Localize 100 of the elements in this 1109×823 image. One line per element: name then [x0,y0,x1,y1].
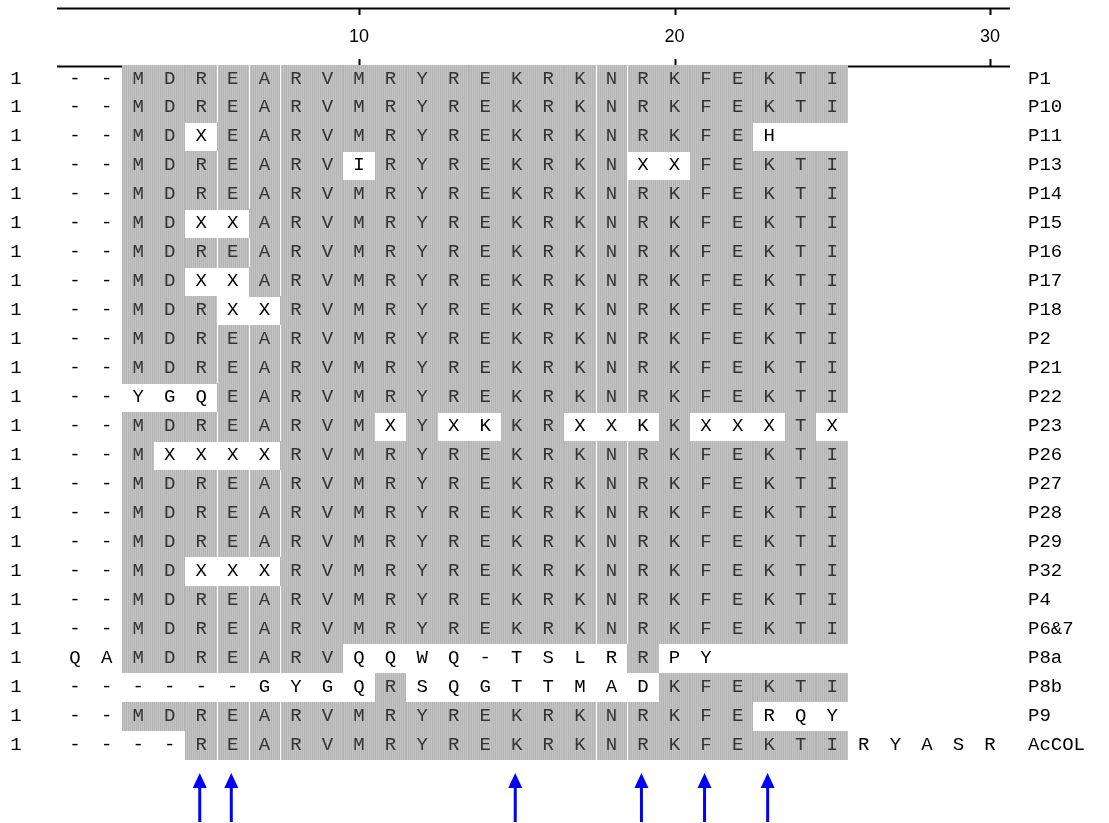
residue-cell: A [248,151,281,181]
residue-letter: - [99,182,114,208]
sequence-start: 1 [9,95,23,121]
residue-cell: F [690,296,722,326]
residue-cell: R [532,209,565,239]
residue-cell: R [532,180,565,210]
residue-cell: D [153,701,186,732]
residue-cell: Y [406,585,438,616]
residue-letter: K [478,414,492,439]
residue-cell: I [816,383,848,413]
residue-cell: R [280,151,312,181]
residue-cell: E [217,730,249,761]
residue-cell: K [658,267,691,297]
residue-letter: G [163,385,177,411]
residue-cell: T [784,209,817,239]
residue-cell: V [311,701,344,732]
residue-cell: N [595,354,628,384]
residue-cell: Y [406,325,438,355]
residue-cell: K [500,93,533,123]
residue-letter: X [194,442,208,468]
sequence-name: P23 [1028,414,1063,439]
residue-cell: K [753,585,785,616]
residue-cell: K [564,383,596,413]
sequence-start: 1 [9,298,23,324]
residue-cell: N [595,238,628,268]
sequence-name: P2 [1028,327,1051,353]
residue-cell: R [532,325,565,355]
residue-cell: M [122,267,154,297]
residue-cell: K [564,180,596,210]
residue-cell: R [627,267,659,297]
residue-cell: Y [406,354,438,384]
residue-cell: R [280,556,312,587]
residue-cell: R [374,122,407,152]
residue-cell: F [690,180,722,210]
residue-cell: Y [406,122,438,152]
residue-cell: R [374,354,407,384]
residue-letter: Y [289,674,303,700]
residue-cell: M [343,180,375,210]
residue-cell: I [816,238,848,268]
sequence-name: P8a [1028,645,1063,671]
residue-cell: F [690,527,722,558]
residue-cell: K [500,238,533,268]
residue-cell: V [311,122,344,152]
residue-cell: R [627,209,659,239]
residue-cell: T [784,151,817,181]
residue-cell: F [690,325,722,355]
sequence-start: 1 [9,182,23,208]
sequence-name: P16 [1028,240,1063,266]
residue-cell: R [627,527,659,558]
residue-cell: R [374,209,407,239]
residue-cell: E [469,354,501,384]
residue-cell: R [374,151,407,181]
residue-cell: A [248,412,281,442]
residue-letter: - [68,616,82,642]
residue-cell: M [122,469,154,500]
residue-cell: M [343,440,375,471]
residue-cell: T [784,383,817,413]
residue-cell: R [627,296,659,326]
residue-cell: M [343,498,375,529]
residue-letter: X [636,153,650,179]
residue-letter: X [667,153,682,179]
residue-cell: K [753,672,785,703]
residue-cell: R [532,412,565,442]
residue-cell: M [122,238,154,268]
residue-cell: M [122,498,154,529]
residue-cell: K [658,122,691,152]
residue-cell: K [753,296,785,326]
residue-cell: D [153,93,186,123]
sequence-name: P14 [1028,182,1063,208]
residue-cell: R [374,64,407,94]
residue-letter: I [352,153,366,179]
residue-letter: - [68,211,82,237]
sequence-name: P4 [1028,587,1051,613]
residue-cell: Y [406,151,438,181]
residue-cell: I [816,585,848,616]
residue-cell: K [658,64,691,94]
residue-cell: D [153,296,186,326]
residue-letter: X [730,414,745,439]
residue-cell: R [437,440,470,471]
residue-letter: - [99,356,114,382]
residue-letter: - [68,153,82,179]
residue-cell: R [374,440,407,471]
residue-cell: R [532,701,565,732]
residue-cell: R [185,614,217,645]
residue-cell: M [343,209,375,239]
sequence-start: 1 [9,587,23,613]
residue-cell: R [437,180,470,210]
residue-cell: A [248,64,281,94]
residue-cell: R [185,585,217,616]
residue-cell: I [816,180,848,210]
residue-cell: N [595,209,628,239]
residue-cell: R [437,701,470,732]
residue-cell: K [658,412,691,442]
residue-cell: M [122,325,154,355]
residue-cell: E [469,440,501,471]
residue-letter: P [667,645,682,671]
residue-letter: - [68,703,82,729]
residue-cell: R [185,64,217,94]
residue-letter: - [68,124,82,150]
residue-letter: Q [68,645,82,671]
